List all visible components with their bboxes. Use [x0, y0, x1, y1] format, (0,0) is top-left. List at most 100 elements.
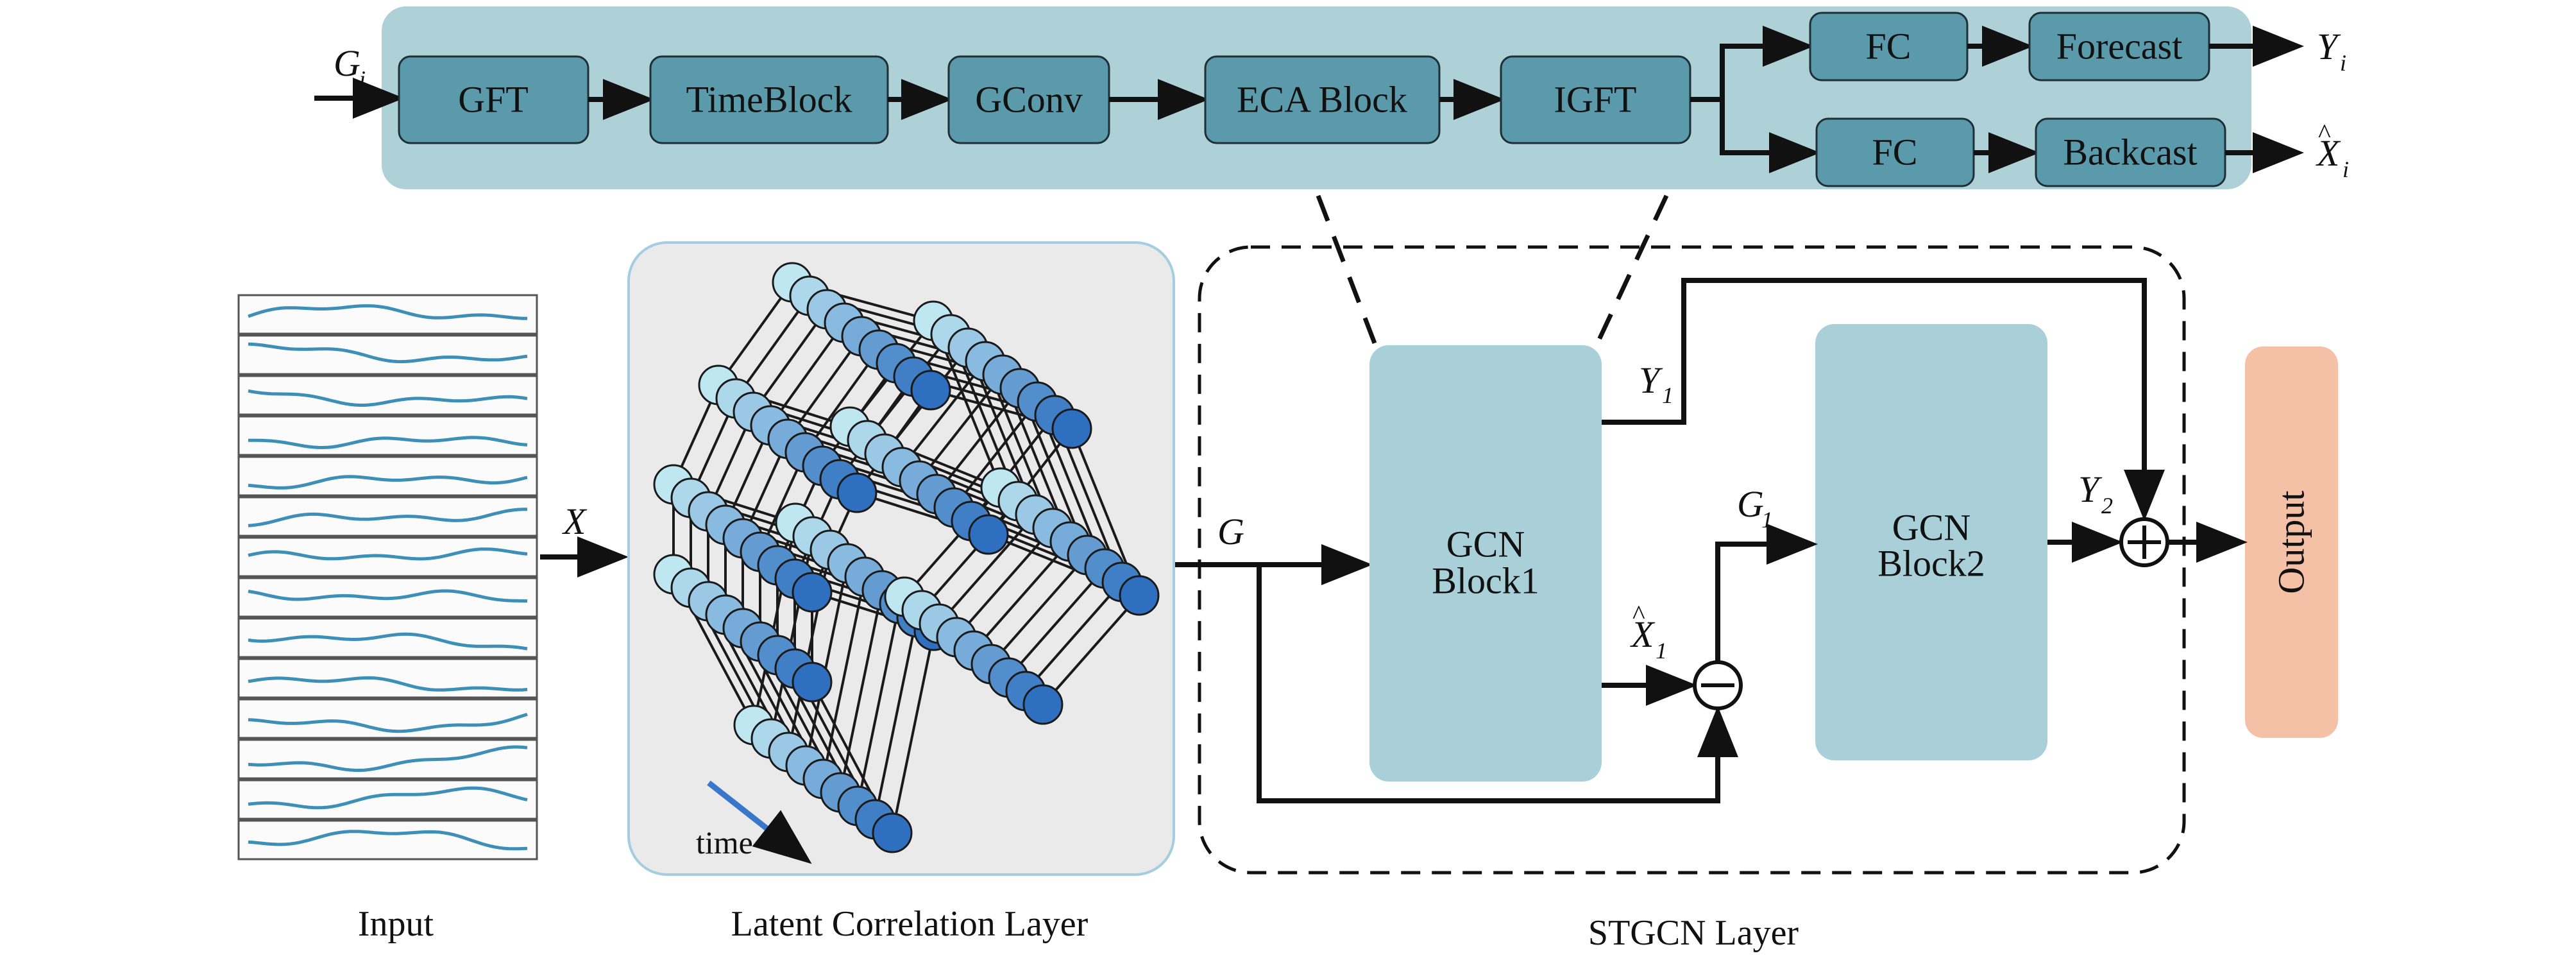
series-line — [248, 745, 528, 772]
y1-sub: 1 — [1662, 382, 1674, 408]
zoom-line-right — [1593, 194, 1669, 348]
time-arrow — [707, 780, 812, 864]
pipeline-block-fc-backcast: FC — [1815, 117, 1975, 187]
stgcn-layer-boundary — [1198, 245, 2186, 875]
latent-edge — [1007, 567, 1106, 679]
latent-edge — [990, 554, 1089, 665]
latent-edge — [822, 576, 866, 780]
svg-text:Block1: Block1 — [1432, 560, 1539, 602]
g1-label: G — [1737, 483, 1764, 525]
g-skip-wire — [1257, 565, 1738, 803]
latent-edge — [874, 617, 918, 820]
input-label: Input — [358, 904, 434, 944]
series-line — [248, 632, 528, 651]
pipeline-output-y-sub: i — [2340, 50, 2346, 76]
series-line — [248, 676, 528, 692]
series-panel — [237, 415, 538, 456]
latent-node — [1022, 684, 1063, 725]
latent-edge — [786, 335, 863, 440]
latent-edge — [903, 486, 1002, 598]
latent-edge — [935, 387, 1021, 495]
latent-edge — [987, 427, 1073, 536]
latent-edge — [920, 500, 1019, 612]
stgcn-label: STGCN Layer — [1588, 913, 1799, 953]
latent-edge — [1042, 594, 1140, 706]
series-panel — [237, 779, 538, 820]
pipeline-output-x-hat: ^ — [2318, 119, 2331, 149]
gcn-block2: GCN Block2 — [1815, 324, 2047, 760]
latent-node — [792, 572, 833, 613]
x1-label: X — [1630, 613, 1656, 655]
series-panel — [237, 739, 538, 780]
latent-edge — [918, 373, 1004, 482]
svg-text:Forecast: Forecast — [2056, 26, 2183, 67]
stgcn-g-label: G — [1217, 511, 1244, 552]
pipeline-block-eca: ECA Block — [1204, 55, 1441, 144]
input-x-label: X — [562, 500, 588, 542]
x1-sub: 1 — [1656, 638, 1667, 663]
series-panel — [237, 334, 538, 375]
latent-edge — [972, 540, 1071, 652]
add-icon — [2119, 517, 2169, 567]
latent-node-network — [653, 262, 1160, 853]
latent-label: Latent Correlation Layer — [731, 904, 1089, 944]
latent-node — [836, 472, 877, 513]
latent-edge — [734, 295, 811, 400]
pipeline-block-gft: GFT — [398, 55, 589, 144]
y1-skip-wire — [1602, 278, 2165, 521]
latent-edge — [1024, 581, 1123, 692]
svg-text:Block2: Block2 — [1877, 543, 1985, 585]
series-line — [248, 830, 528, 851]
latent-edge — [901, 360, 987, 468]
y1-label: Y — [1639, 359, 1663, 401]
series-line — [248, 547, 528, 561]
series-panel — [237, 819, 538, 860]
series-panel — [237, 456, 538, 497]
series-panel — [237, 698, 538, 739]
latent-node — [872, 812, 913, 853]
gcn-block1: GCN Block1 — [1369, 345, 1602, 782]
latent-node — [968, 514, 1009, 555]
series-panel — [237, 375, 538, 416]
latent-node — [910, 370, 951, 411]
pipeline-input-label: G — [334, 42, 360, 84]
subtract-icon — [1693, 660, 1743, 710]
pipeline-input-sub: i — [359, 66, 366, 92]
g1-wire — [1715, 524, 1818, 662]
latent-edge — [970, 414, 1056, 522]
latent-edge — [769, 321, 845, 427]
pipeline-block-timeblock: TimeBlock — [649, 55, 889, 144]
latent-edge — [953, 400, 1038, 509]
latent-node — [1051, 408, 1092, 449]
series-line — [248, 342, 528, 364]
latent-edge — [839, 590, 883, 793]
svg-text:IGFT: IGFT — [1554, 79, 1637, 121]
svg-text:Output: Output — [2271, 490, 2312, 594]
pipeline-block-backcast: Backcast — [2035, 117, 2226, 187]
pipeline-block-igft: IGFT — [1500, 55, 1691, 144]
latent-edge — [804, 563, 849, 766]
series-line — [248, 475, 528, 490]
svg-text:FC: FC — [1866, 26, 1911, 67]
series-line — [248, 389, 528, 407]
latent-edge — [856, 603, 901, 807]
svg-text:GFT: GFT — [458, 79, 529, 121]
x1-hat: ^ — [1632, 601, 1645, 630]
zoom-line-left — [1316, 194, 1378, 348]
latent-edge — [804, 348, 880, 454]
latent-edge — [938, 513, 1037, 625]
latent-edge — [955, 527, 1054, 638]
svg-text:GCN: GCN — [1892, 507, 1970, 549]
series-line — [248, 589, 528, 603]
svg-text:GCN: GCN — [1446, 524, 1525, 565]
pipeline-block-fc-forecast: FC — [1809, 12, 1969, 81]
pipeline-split-wire — [1690, 46, 1725, 153]
y2-label: Y — [2078, 468, 2103, 510]
series-line — [248, 508, 528, 527]
svg-text:Backcast: Backcast — [2063, 132, 2197, 173]
series-line — [248, 436, 528, 450]
input-series-stack — [237, 294, 538, 860]
pipeline-output-x-sub: i — [2343, 157, 2349, 182]
